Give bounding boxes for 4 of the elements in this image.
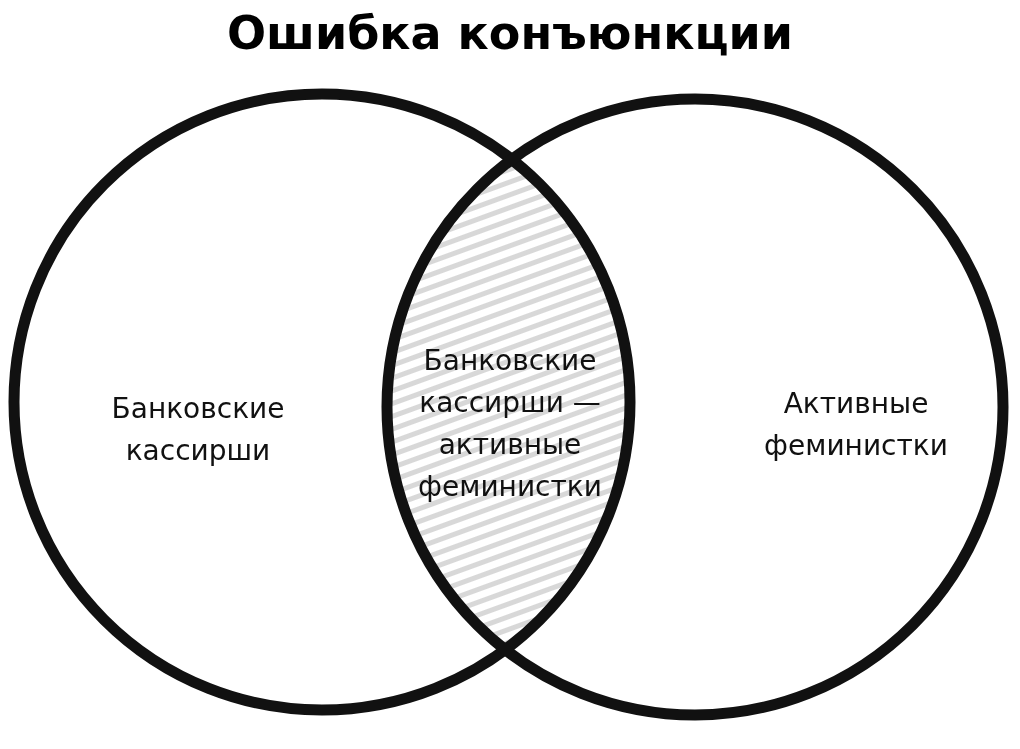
set-label: Банковские кассирши — активные феминистки [417, 343, 603, 505]
set-label: Активные феминистки [763, 386, 949, 464]
set-label: Банковские кассирши [110, 391, 286, 469]
diagram-title: Ошибка конъюнкции [226, 6, 793, 60]
